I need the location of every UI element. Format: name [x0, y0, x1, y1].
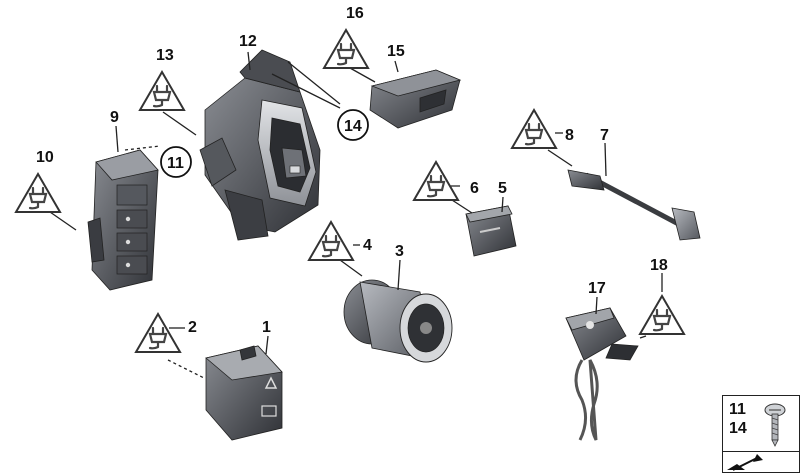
- part-12-housing: [199, 49, 321, 241]
- legend-number-top: 11: [729, 401, 746, 418]
- callout-1: 1: [262, 319, 271, 336]
- callout-circle: [160, 146, 192, 178]
- warning-plug-icon: [412, 160, 460, 202]
- callout-6: 6: [470, 180, 479, 197]
- part-9-switch-block: [87, 149, 159, 291]
- callout-12: 12: [239, 33, 257, 50]
- callout-3: 3: [395, 243, 404, 260]
- part-15-switch: [369, 69, 462, 129]
- legend-footer: [723, 451, 799, 472]
- callout-13: 13: [156, 47, 174, 64]
- screw-legend: 11 14: [722, 395, 800, 473]
- part-3-ignition: [343, 279, 453, 363]
- legend-numbers: 11 14: [729, 400, 747, 438]
- warning-plug-icon: [134, 312, 182, 354]
- callout-18: 18: [650, 257, 668, 274]
- callout-7: 7: [600, 127, 609, 144]
- callout-14: 14: [344, 118, 362, 135]
- warning-plug-icon: [14, 172, 62, 214]
- legend-number-bottom: 14: [729, 420, 747, 437]
- warning-plug-icon: [638, 294, 686, 336]
- warning-plug-icon: [307, 220, 355, 262]
- callout-9: 9: [110, 109, 119, 126]
- callout-2: 2: [188, 319, 197, 336]
- callout-11: 11: [167, 155, 184, 172]
- callout-10: 10: [36, 149, 54, 166]
- callout-16: 16: [346, 5, 364, 22]
- screw-icon: [764, 403, 786, 447]
- part-17-switch: [565, 307, 639, 441]
- part-5-switch: [465, 205, 517, 257]
- callout-15: 15: [387, 43, 405, 60]
- leader-lines: [49, 51, 663, 379]
- callout-circle: [337, 109, 369, 141]
- warning-plug-icon: [138, 70, 186, 112]
- warning-plug-icon: [322, 28, 370, 70]
- part-1-switch: [205, 345, 283, 441]
- arrow-icon: [727, 454, 763, 471]
- callout-5: 5: [498, 180, 507, 197]
- part-7-cable: [567, 169, 701, 241]
- callout-8: 8: [565, 127, 574, 144]
- warning-plug-icon: [510, 108, 558, 150]
- callout-17: 17: [588, 280, 606, 297]
- callout-4: 4: [363, 237, 372, 254]
